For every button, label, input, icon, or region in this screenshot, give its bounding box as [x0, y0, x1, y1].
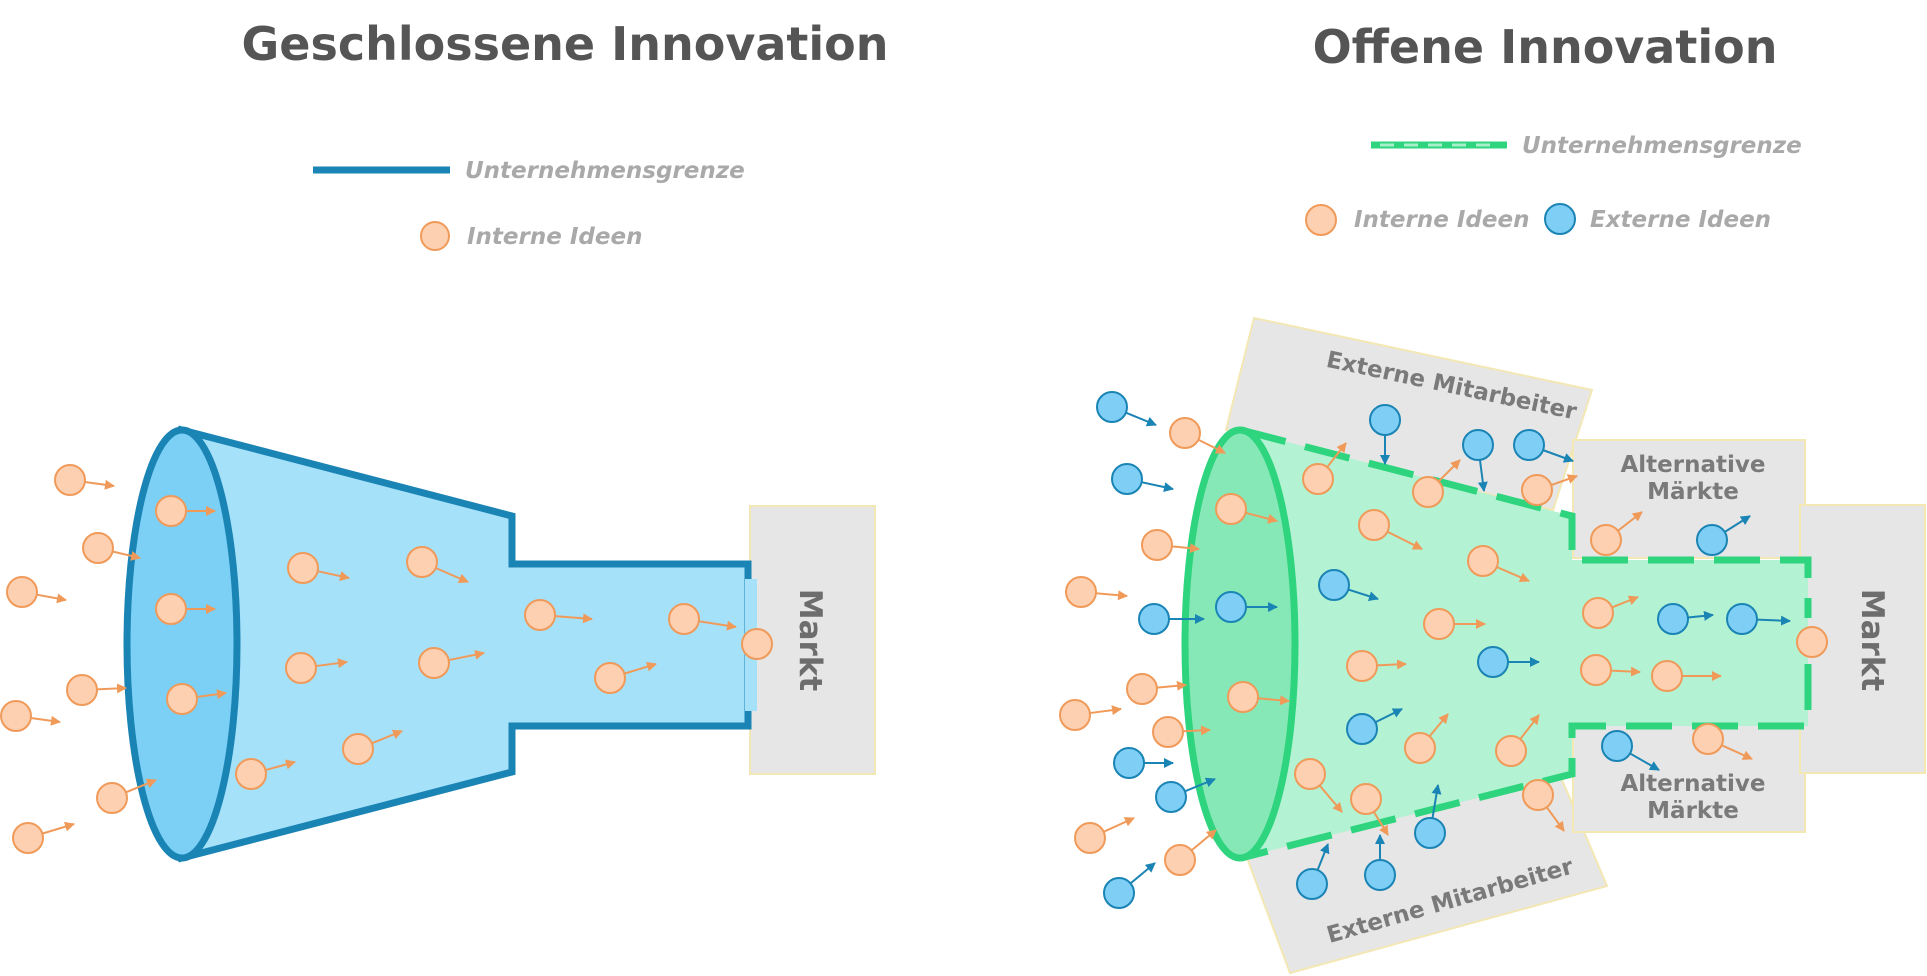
- internal-idea: [741, 628, 773, 660]
- external-idea: [1215, 591, 1278, 623]
- closed-internal-ideas: [0, 464, 773, 854]
- internal-idea: [1059, 699, 1122, 731]
- internal-idea: [1215, 493, 1278, 525]
- open-legend-external-icon: [1544, 203, 1576, 235]
- internal-idea: [668, 603, 737, 635]
- internal-idea: [524, 599, 593, 631]
- external-idea: [1113, 747, 1174, 779]
- open-alt-markets-bottom-label-2: Märkte: [1647, 798, 1739, 824]
- external-idea: [1155, 777, 1216, 813]
- closed-legend-boundary-label: Unternehmensgrenze: [465, 158, 745, 184]
- open-market-label: Markt: [1854, 589, 1890, 692]
- external-idea: [1364, 834, 1396, 891]
- internal-idea: [287, 552, 350, 584]
- internal-idea: [1346, 650, 1407, 682]
- internal-idea: [1692, 723, 1753, 760]
- internal-idea: [1423, 608, 1486, 640]
- internal-idea: [235, 758, 296, 790]
- open-funnel-boundary-top: [1240, 426, 1812, 618]
- internal-idea: [1580, 654, 1641, 686]
- internal-idea: [594, 661, 657, 694]
- internal-idea: [1495, 714, 1540, 767]
- internal-idea: [54, 464, 115, 496]
- external-idea: [1696, 515, 1751, 556]
- open-legend-boundary-label: Unternehmensgrenze: [1522, 133, 1802, 159]
- external-idea: [1513, 429, 1574, 463]
- open-legend-internal-icon: [1305, 204, 1337, 236]
- internal-idea: [1582, 595, 1639, 629]
- internal-idea: [285, 652, 348, 684]
- internal-idea: [1074, 817, 1135, 854]
- closed-market-label: Markt: [792, 589, 828, 692]
- external-idea: [1138, 603, 1205, 635]
- closed-legend-internal-label: Interne Ideen: [467, 224, 642, 250]
- open-funnel-mouth: [1181, 426, 1299, 862]
- open-external-staff-top-box: [1224, 316, 1594, 512]
- internal-idea: [1126, 673, 1187, 705]
- internal-idea: [418, 647, 485, 679]
- internal-idea: [1651, 660, 1722, 692]
- external-idea: [1414, 784, 1446, 849]
- open-alt-markets-bottom-label-1: Alternative: [1621, 771, 1766, 797]
- external-idea: [1657, 603, 1714, 635]
- external-idea: [1103, 862, 1156, 909]
- internal-idea: [82, 532, 141, 564]
- internal-idea: [1590, 511, 1643, 556]
- external-idea: [1477, 646, 1540, 678]
- internal-idea: [1796, 626, 1828, 658]
- closed-innovation-panel: Geschlossene Innovation Unternehmensgren…: [0, 17, 889, 863]
- internal-idea: [0, 700, 61, 732]
- external-idea: [1346, 708, 1403, 745]
- external-idea: [1601, 730, 1660, 771]
- internal-idea: [12, 821, 75, 854]
- external-idea: [1318, 569, 1379, 602]
- internal-idea: [1141, 529, 1200, 561]
- closed-title: Geschlossene Innovation: [242, 17, 889, 71]
- internal-idea: [1152, 716, 1211, 748]
- internal-idea: [1294, 758, 1343, 813]
- open-funnel-boundary-bottom: [1240, 664, 1812, 862]
- external-idea: [1096, 391, 1157, 427]
- open-legend-internal-label: Interne Ideen: [1354, 207, 1529, 233]
- open-alt-markets-top-label-1: Alternative: [1621, 452, 1766, 478]
- external-idea: [1369, 404, 1401, 465]
- internal-idea: [1412, 459, 1461, 508]
- open-alt-markets-top-label-2: Märkte: [1647, 479, 1739, 505]
- internal-idea: [1350, 783, 1389, 836]
- internal-idea: [406, 546, 469, 583]
- internal-idea: [1302, 442, 1347, 495]
- internal-idea: [166, 683, 227, 715]
- open-legend-external-label: Externe Ideen: [1590, 207, 1771, 233]
- internal-idea: [1227, 681, 1290, 713]
- external-idea: [1111, 463, 1174, 495]
- internal-idea: [1404, 713, 1449, 764]
- internal-idea: [1467, 545, 1530, 582]
- internal-idea: [1522, 779, 1565, 832]
- internal-idea: [6, 576, 67, 608]
- closed-funnel-mouth: [123, 426, 241, 862]
- internal-idea: [1065, 576, 1128, 608]
- external-idea: [1726, 603, 1791, 635]
- closed-funnel-body: [178, 425, 752, 863]
- internal-idea: [1164, 829, 1217, 876]
- external-idea: [1462, 429, 1494, 492]
- open-title: Offene Innovation: [1313, 20, 1778, 74]
- internal-idea: [155, 593, 216, 625]
- open-innovation-panel: Offene Innovation Unternehmensgrenze Int…: [1059, 20, 1926, 975]
- closed-legend-internal-icon: [420, 221, 450, 251]
- internal-idea: [1521, 474, 1578, 506]
- internal-idea: [66, 674, 127, 706]
- internal-idea: [96, 778, 157, 814]
- external-idea: [1296, 843, 1330, 900]
- internal-idea: [342, 729, 403, 765]
- internal-idea: [1169, 417, 1226, 454]
- internal-idea: [1358, 509, 1423, 550]
- open-ideas: [1059, 391, 1828, 909]
- internal-idea: [155, 495, 216, 527]
